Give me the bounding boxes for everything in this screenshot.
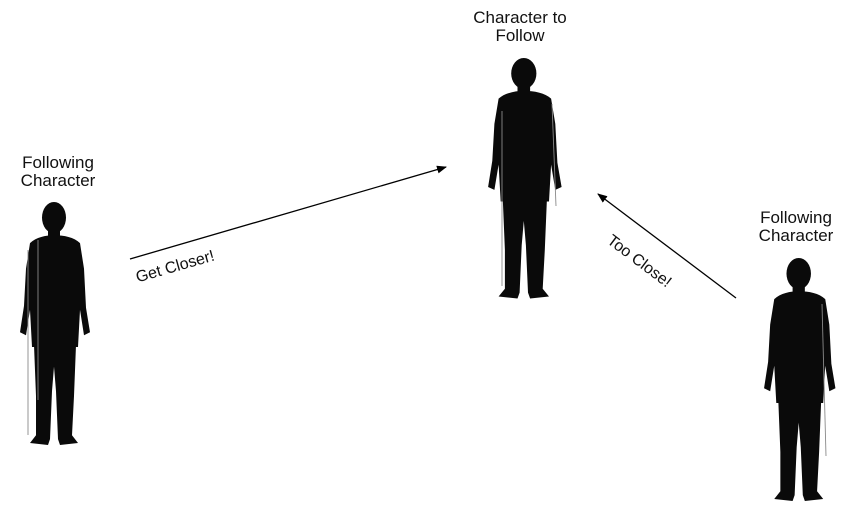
target-character-label: Character to Follow xyxy=(440,9,600,45)
right-label-line1: Following xyxy=(760,208,832,227)
left-label-line2: Character xyxy=(20,171,96,190)
target-label-line1: Character to xyxy=(473,8,567,27)
left-following-character-figure xyxy=(20,201,90,445)
too-close-arrow xyxy=(597,193,737,299)
right-label-line2: Character xyxy=(758,226,834,245)
left-following-character-label: Following Character xyxy=(0,154,116,190)
get-closer-arrow xyxy=(129,165,447,260)
target-character-figure xyxy=(488,57,562,299)
right-following-character-figure xyxy=(764,257,836,501)
right-following-character-label: Following Character xyxy=(738,209,854,245)
left-label-line1: Following xyxy=(22,153,94,172)
target-label-line2: Follow xyxy=(495,26,545,45)
